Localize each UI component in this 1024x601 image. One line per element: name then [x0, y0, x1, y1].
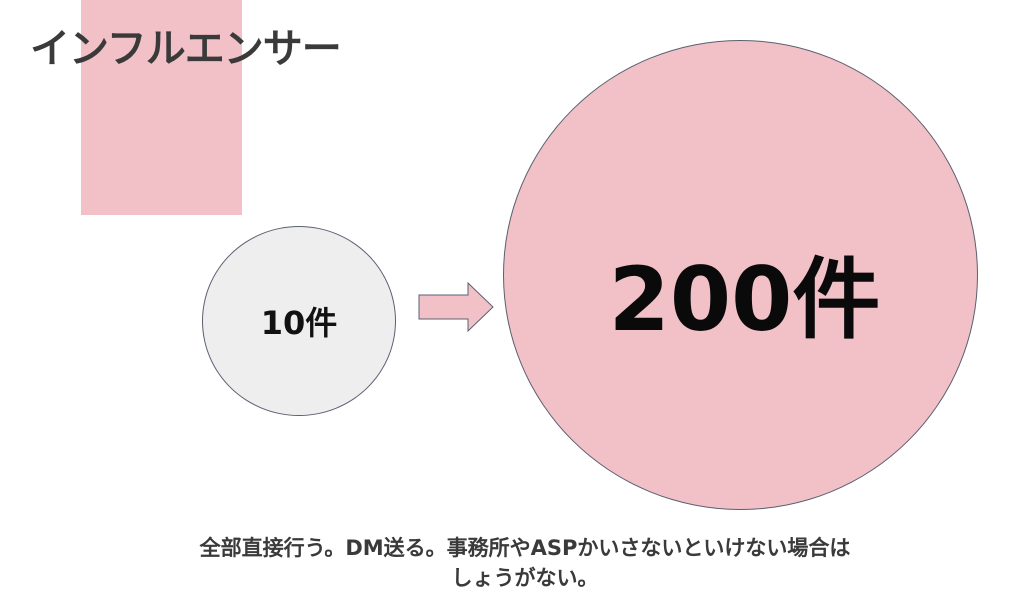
accent-rectangle: [81, 0, 242, 215]
caption-line-1: 全部直接行う。DM送る。事務所やASPかいさないといけない場合は: [199, 536, 851, 560]
page-title: インフルエンサー: [30, 26, 342, 72]
after-circle: 200件: [503, 40, 978, 510]
right-arrow-icon: [418, 282, 494, 332]
before-count-label: 10件: [260, 304, 338, 342]
before-circle: 10件: [202, 226, 396, 416]
after-count-label: 200件: [608, 248, 881, 351]
caption: 全部直接行う。DM送る。事務所やASPかいさないといけない場合は しょうがない。: [60, 533, 990, 593]
caption-line-2: しょうがない。: [451, 566, 599, 590]
